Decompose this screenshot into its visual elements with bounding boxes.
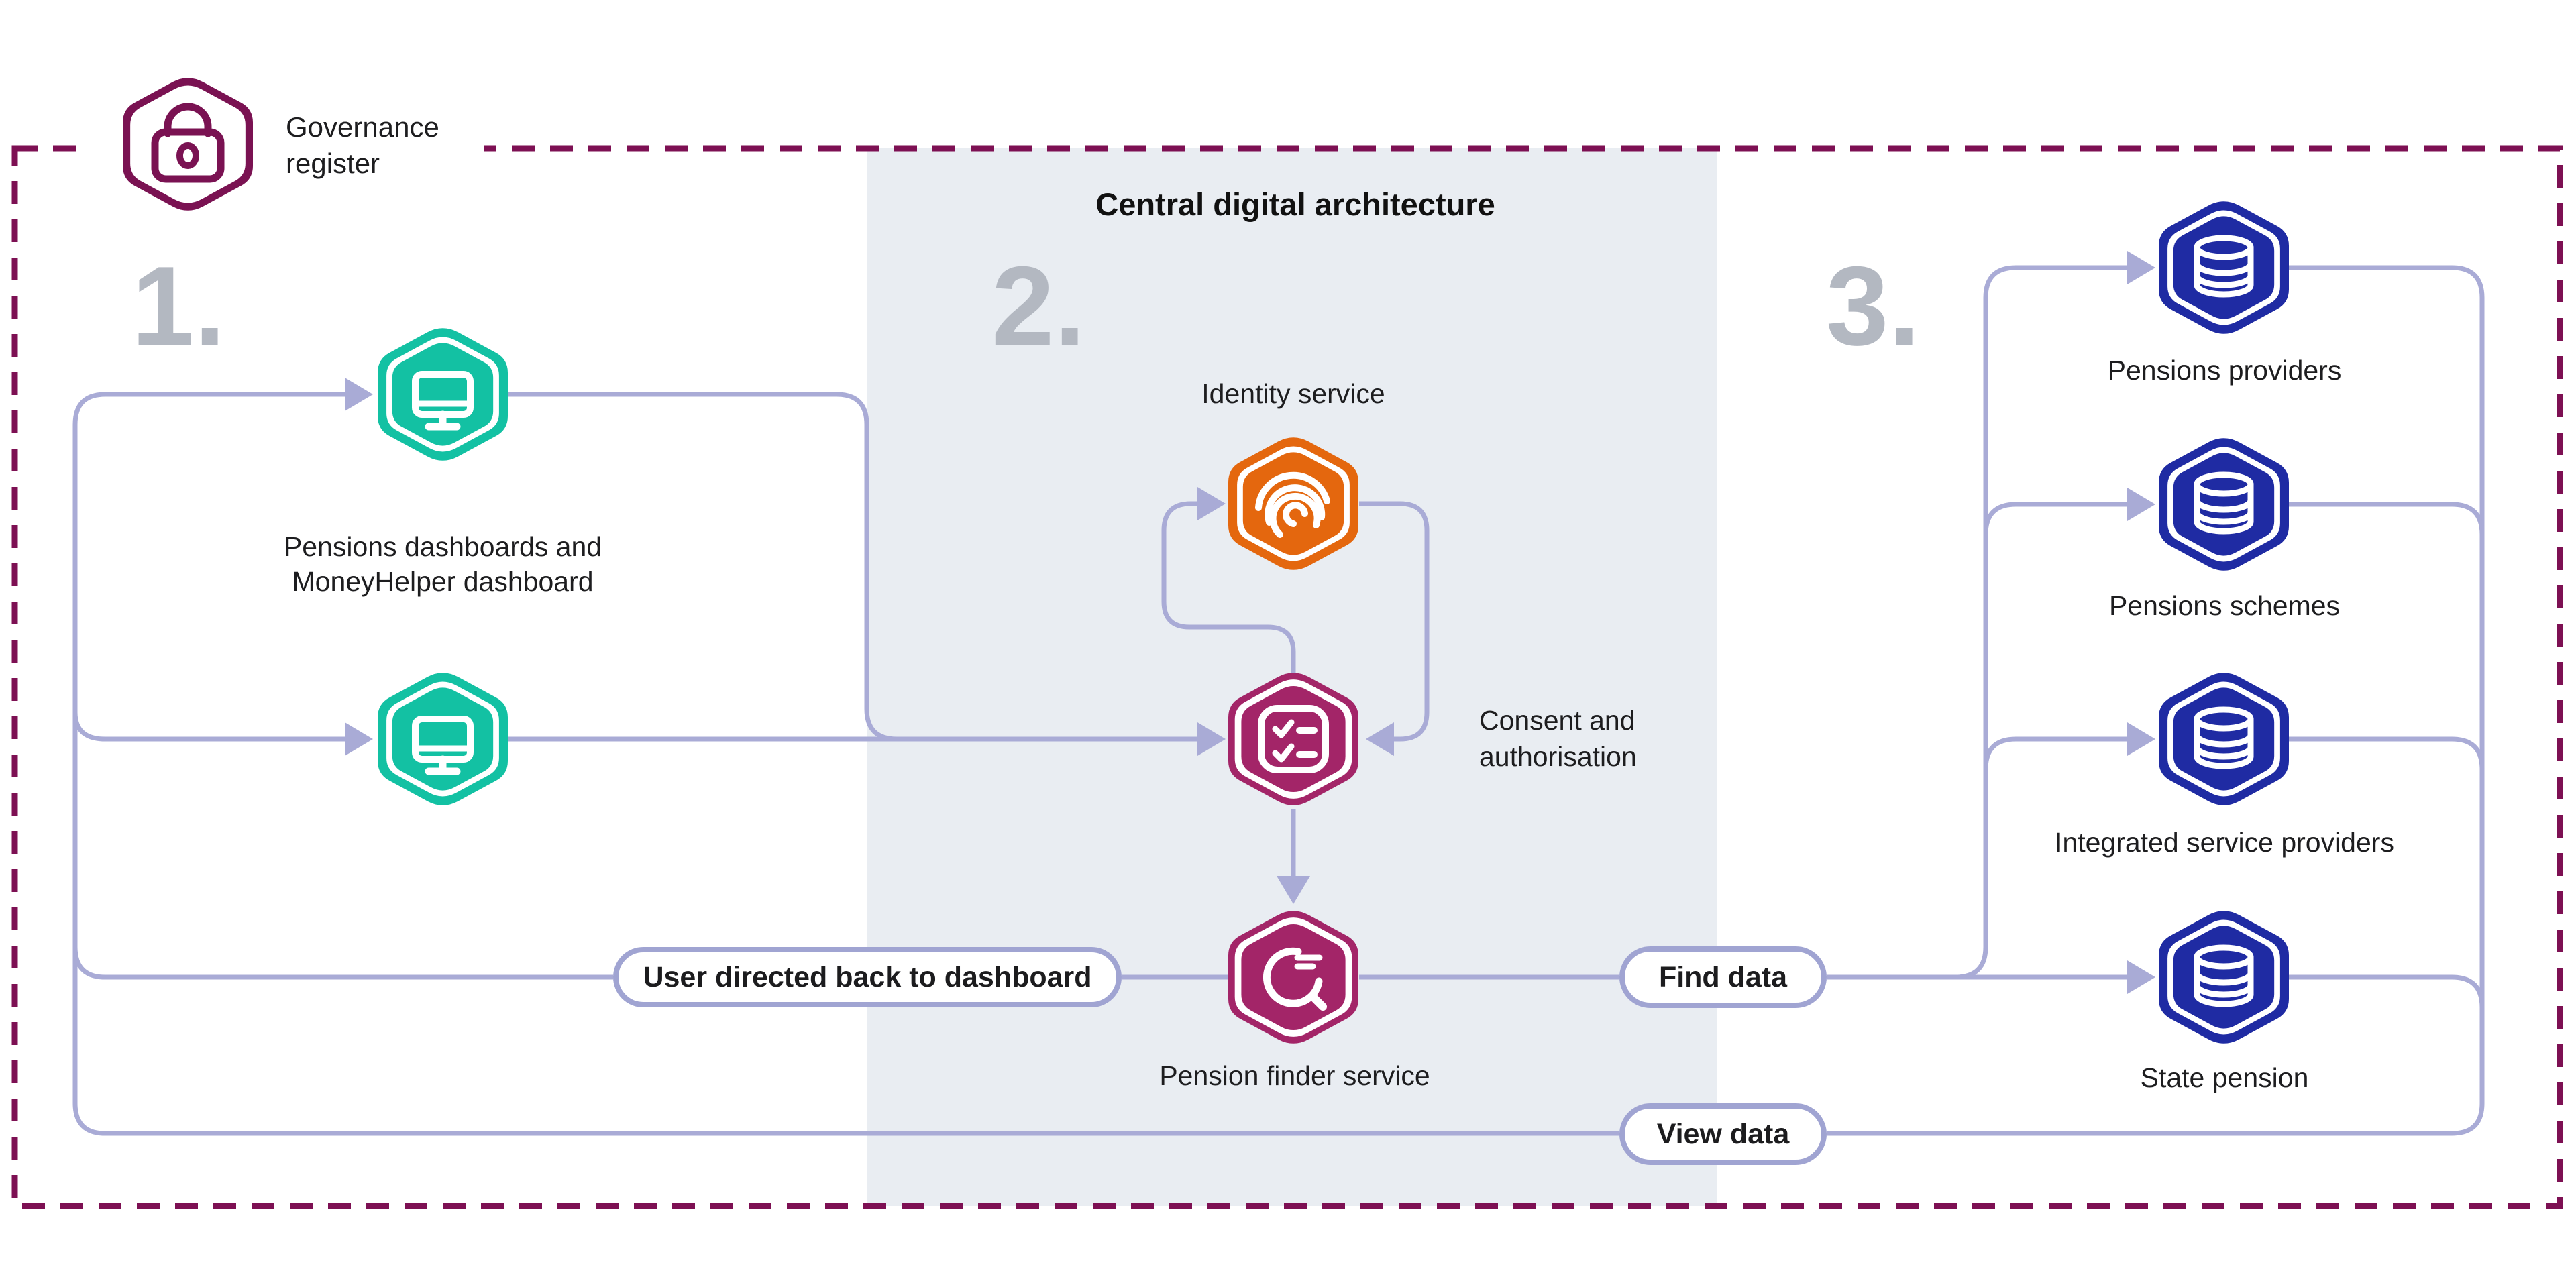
connector-view-data-return bbox=[72, 392, 1619, 1136]
fingerprint-icon bbox=[1255, 471, 1330, 538]
dashboards-label-line1: Pensions dashboards and bbox=[283, 531, 602, 562]
step-number-3: 3. bbox=[1826, 243, 1921, 369]
providers-hexagon bbox=[2159, 201, 2289, 334]
connector-state-return bbox=[2289, 974, 2485, 1008]
central-architecture-title: Central digital architecture bbox=[1095, 186, 1495, 222]
schemes-hexagon bbox=[2159, 438, 2289, 571]
connector-branch-to-schemes bbox=[1983, 502, 2129, 535]
arrow-into-isp bbox=[2127, 722, 2155, 756]
governance-register-label: Governance register bbox=[286, 109, 439, 182]
find-data-pill: Find data bbox=[1619, 946, 1827, 1008]
governance-register-icon bbox=[123, 78, 253, 211]
dashboards-label-line2: MoneyHelper dashboard bbox=[292, 566, 594, 597]
state-pension-label: State pension bbox=[2140, 1062, 2309, 1093]
database-icon bbox=[2194, 944, 2254, 1007]
connector-branch-to-providers bbox=[1955, 265, 2129, 980]
arrow-into-providers bbox=[2127, 251, 2155, 284]
dashboard-hexagon-1 bbox=[378, 328, 508, 461]
connector-dashboard1-to-consent bbox=[508, 392, 898, 742]
user-directed-back-pill: User directed back to dashboard bbox=[613, 947, 1122, 1007]
connector-branch-to-isp bbox=[1983, 736, 2129, 770]
schemes-label: Pensions schemes bbox=[2108, 590, 2341, 621]
arrow-into-finder bbox=[1277, 876, 1310, 904]
identity-service-label: Identity service bbox=[1201, 378, 1385, 409]
dashboards-label: Pensions dashboards and MoneyHelper dash… bbox=[208, 529, 678, 599]
arrow-into-schemes bbox=[2127, 488, 2155, 521]
database-icon bbox=[2194, 471, 2254, 535]
arrow-into-consent-left bbox=[1197, 722, 1226, 756]
arrowheads bbox=[345, 251, 2155, 994]
database-icon bbox=[2194, 235, 2254, 298]
database-icon bbox=[2194, 706, 2254, 769]
governance-label-line1: Governance bbox=[286, 111, 439, 143]
connector-isp-return bbox=[2289, 736, 2485, 770]
connector-back-to-dashboard bbox=[72, 946, 613, 980]
checklist-icon bbox=[1258, 705, 1329, 773]
connector-lines bbox=[72, 265, 2485, 1136]
lock-icon bbox=[151, 103, 225, 183]
monitor-icon bbox=[412, 371, 474, 431]
consent-label-line2: authorisation bbox=[1479, 741, 1637, 772]
connector-schemes-return bbox=[2289, 502, 2485, 535]
connector-consent-to-identity bbox=[1161, 501, 1296, 674]
monitor-icon bbox=[412, 716, 474, 775]
governance-label-line2: register bbox=[286, 148, 380, 179]
arrow-into-dashboard-1 bbox=[345, 378, 373, 411]
providers-label: Pensions providers bbox=[2107, 355, 2342, 386]
consent-label: Consent and authorisation bbox=[1479, 702, 1761, 775]
arrow-into-state bbox=[2127, 960, 2155, 994]
arrow-into-consent-right bbox=[1366, 722, 1394, 756]
dashboard-hexagon-2 bbox=[378, 673, 508, 805]
arrow-into-identity bbox=[1197, 487, 1226, 520]
pension-finder-hexagon bbox=[1228, 911, 1358, 1044]
consent-hexagon bbox=[1228, 673, 1358, 805]
search-icon bbox=[1263, 947, 1327, 1011]
identity-service-hexagon bbox=[1228, 437, 1358, 570]
governance-boundary bbox=[11, 145, 2563, 1209]
view-data-pill: View data bbox=[1619, 1103, 1827, 1165]
connector-providers-return bbox=[1827, 265, 2485, 1136]
isp-label: Integrated service providers bbox=[2055, 827, 2394, 858]
connector-to-dashboard-2 bbox=[72, 712, 347, 742]
pension-finder-label: Pension finder service bbox=[1159, 1060, 1430, 1091]
arrow-into-dashboard-2 bbox=[345, 722, 373, 756]
connector-identity-to-consent bbox=[1359, 501, 1430, 742]
consent-label-line1: Consent and bbox=[1479, 705, 1635, 736]
step-number-2: 2. bbox=[991, 243, 1086, 369]
step-number-1: 1. bbox=[131, 243, 226, 369]
isp-hexagon bbox=[2159, 673, 2289, 805]
state-pension-hexagon bbox=[2159, 911, 2289, 1044]
